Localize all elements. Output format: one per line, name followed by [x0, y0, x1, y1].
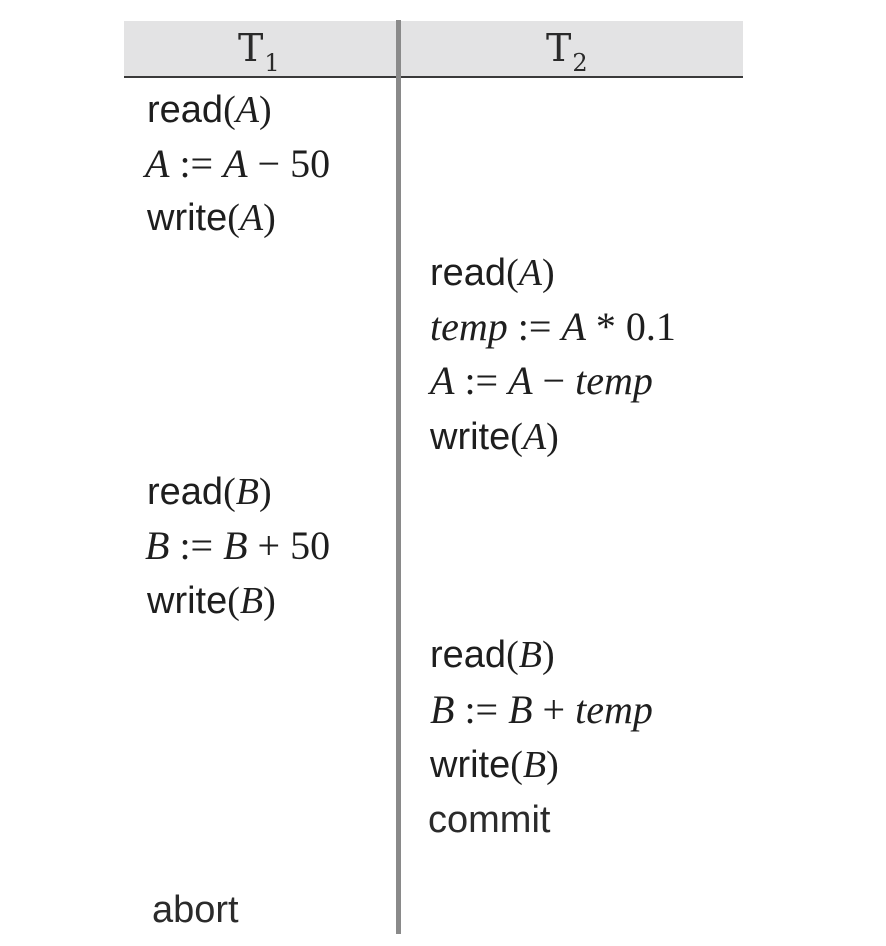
header-t2-base: T	[546, 26, 572, 70]
t2-op-read-a: read(A)	[430, 252, 555, 294]
t2-op-assign-temp: temp := A * 0.1	[430, 304, 676, 349]
t1-op-assign-b: B := B + 50	[145, 523, 331, 568]
t2-op-write-a: write(A)	[430, 416, 559, 458]
header-t2-subscript: 2	[572, 49, 588, 77]
t1-op-assign-a: A := A − 50	[145, 141, 331, 186]
t2-op-read-b: read(B)	[430, 634, 555, 676]
t2-op-commit: commit	[428, 799, 551, 841]
t1-op-read-b: read(B)	[147, 471, 272, 513]
header-rule	[124, 76, 743, 78]
t1-op-write-a: write(A)	[147, 197, 276, 239]
t2-op-assign-b: B := B + temp	[430, 687, 653, 732]
header-t2: T2	[546, 24, 588, 77]
t1-op-read-a: read(A)	[147, 89, 272, 131]
t1-op-write-b: write(B)	[147, 580, 276, 622]
t2-op-assign-a: A := A − temp	[430, 358, 653, 403]
t1-op-abort: abort	[152, 889, 239, 931]
header-band	[124, 21, 743, 76]
header-t1: T1	[238, 24, 280, 77]
header-t1-base: T	[238, 26, 264, 70]
t2-op-write-b: write(B)	[430, 744, 559, 786]
column-divider	[396, 20, 401, 934]
header-t1-subscript: 1	[264, 49, 280, 77]
